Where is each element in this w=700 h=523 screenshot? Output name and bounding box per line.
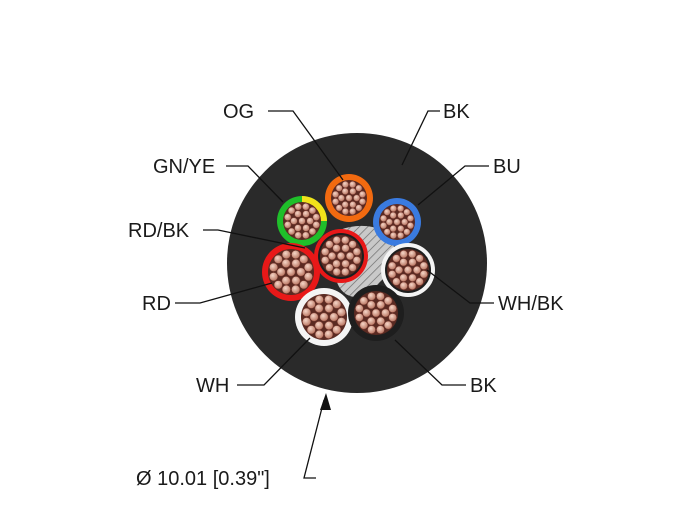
leader-bk-bottom bbox=[394, 339, 466, 386]
leader-bk-top bbox=[401, 110, 440, 166]
label-diameter: Ø 10.01 [0.39"] bbox=[136, 468, 270, 490]
label-bu: BU bbox=[493, 156, 521, 178]
label-bk-top: BK bbox=[443, 101, 470, 123]
label-og: OG bbox=[223, 101, 254, 123]
conductor-bu bbox=[373, 198, 421, 246]
label-wh: WH bbox=[196, 375, 229, 397]
label-rd: RD bbox=[142, 293, 171, 315]
leader-wh-bk bbox=[426, 269, 494, 304]
label-bk-bottom: BK bbox=[470, 375, 497, 397]
conductors bbox=[262, 174, 435, 346]
conductor-rd bbox=[262, 243, 320, 301]
conductor-rd-bk bbox=[314, 229, 368, 283]
arrow-up-icon bbox=[320, 393, 331, 410]
label-gn-ye: GN/YE bbox=[153, 156, 215, 178]
label-wh-bk: WH/BK bbox=[498, 293, 564, 315]
leader-wh bbox=[237, 337, 311, 386]
conductor-og bbox=[325, 174, 373, 222]
leader-rd bbox=[175, 282, 273, 304]
conductor-bk bbox=[348, 285, 404, 341]
label-rd-bk: RD/BK bbox=[128, 220, 190, 242]
leader-lines bbox=[175, 110, 494, 479]
leader-diameter bbox=[303, 399, 325, 479]
leader-rd-bk bbox=[203, 229, 306, 249]
conductor-gn-ye bbox=[277, 196, 327, 246]
leader-bu bbox=[417, 165, 489, 206]
leader-og bbox=[268, 110, 344, 181]
leader-gn-ye bbox=[226, 165, 284, 203]
conductor-wh-bk bbox=[381, 243, 435, 297]
conductor-wh bbox=[295, 288, 353, 346]
